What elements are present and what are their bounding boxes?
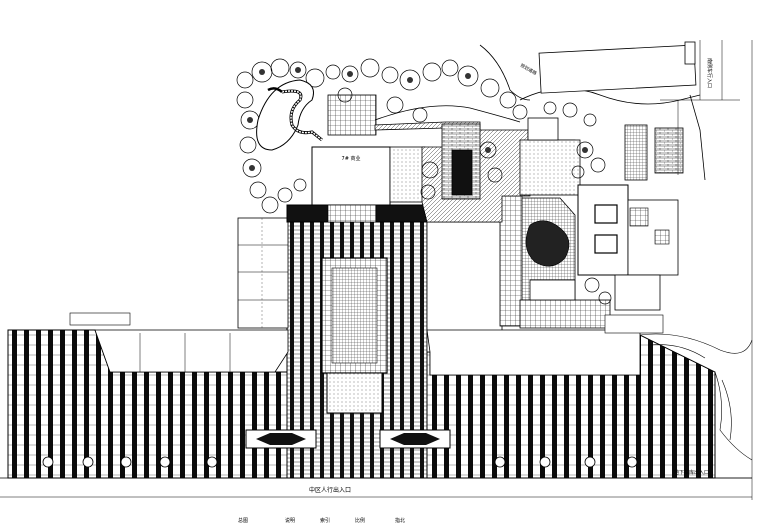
footer-item-5: 指北 [395, 517, 405, 524]
top-road-note: 规划道路 [519, 62, 539, 77]
top-road: 南侧车行入口 规划道路 [519, 40, 740, 175]
top-right-entrance-label: 南侧车行入口 [706, 58, 713, 88]
top-central-hall: 7# 商业 [286, 94, 428, 223]
footer-legend: 总图 说明 索引 比例 指北 [238, 517, 405, 524]
tree-clusters [236, 58, 612, 305]
site-boundary [0, 40, 753, 500]
footer-item-3: 索引 [320, 517, 330, 524]
garden-pond [256, 79, 323, 151]
left-retail-block [69, 217, 289, 373]
curving-walls [374, 44, 706, 181]
right-buildings [577, 124, 684, 334]
right-retail-block [426, 195, 641, 376]
tree-canopy-fill [247, 67, 588, 171]
hall-title: 7# 商业 [342, 155, 361, 162]
side-entrance-label: 地下车库出入口 [674, 469, 709, 476]
upper-walkway [374, 117, 611, 329]
tree-pits [42, 456, 638, 468]
footer-item-4: 比例 [355, 517, 365, 524]
footer-item-1: 总图 [238, 517, 248, 524]
right-slope [639, 333, 753, 479]
plaza-planters [245, 429, 451, 449]
footer-item-2: 说明 [285, 517, 295, 524]
main-entrance-label: 中区人行出入口 [309, 486, 351, 494]
